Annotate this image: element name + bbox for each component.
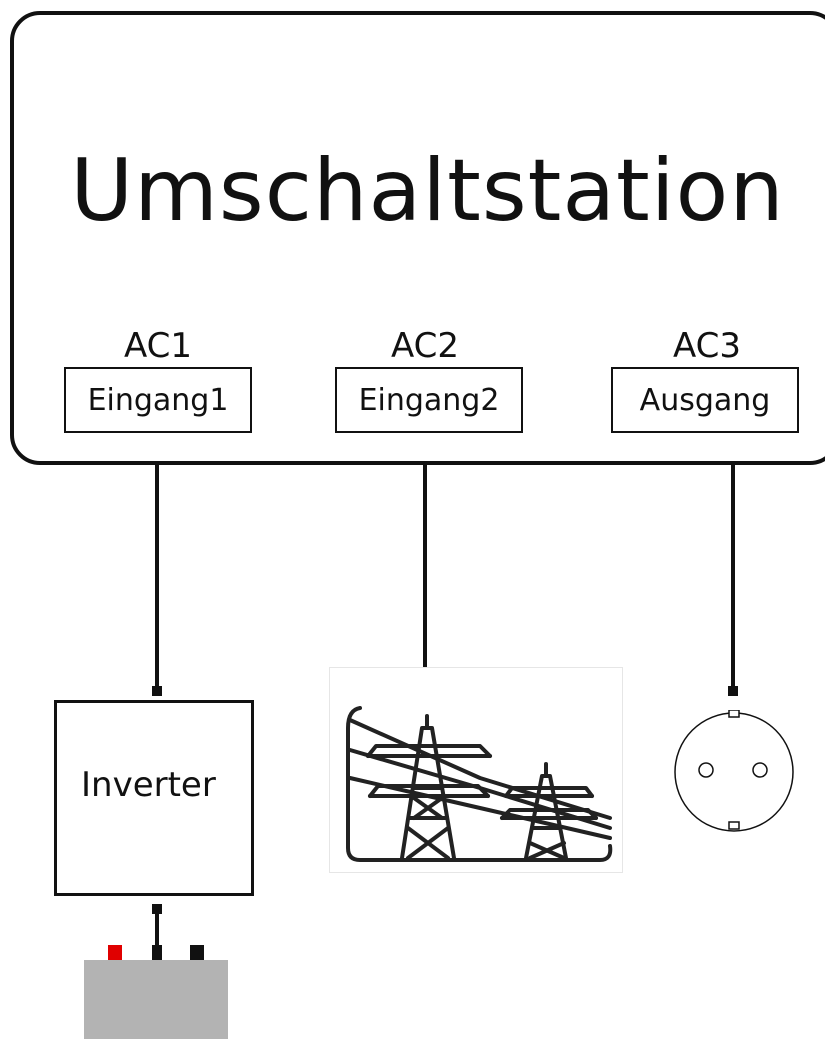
port-box-ausgang: Ausgang (611, 367, 799, 433)
port-label-ac1: AC1 (123, 326, 193, 366)
battery-icon (84, 960, 228, 1039)
port-box-eingang1: Eingang1 (64, 367, 252, 433)
switching-station (10, 11, 825, 465)
power-socket-icon (672, 709, 796, 838)
terminal-battery-top (152, 945, 162, 960)
wire-ac1 (155, 465, 159, 693)
wire-battery (155, 910, 159, 950)
terminal-ac3 (728, 686, 738, 696)
battery-negative-terminal (190, 945, 204, 960)
station-title: Umschaltstation (70, 141, 785, 241)
port-box-eingang2: Eingang2 (335, 367, 523, 433)
inverter-label: Inverter (81, 765, 216, 805)
power-pylon-icon (329, 667, 623, 873)
terminal-ac1 (152, 686, 162, 696)
wire-ac2 (423, 465, 427, 693)
port-label-ac2: AC2 (390, 326, 460, 366)
terminal-inverter-bottom (152, 904, 162, 914)
wire-ac3 (731, 465, 735, 693)
inverter-box: Inverter (54, 700, 254, 896)
port-label-ac3: AC3 (672, 326, 742, 366)
battery-positive-terminal (108, 945, 122, 960)
